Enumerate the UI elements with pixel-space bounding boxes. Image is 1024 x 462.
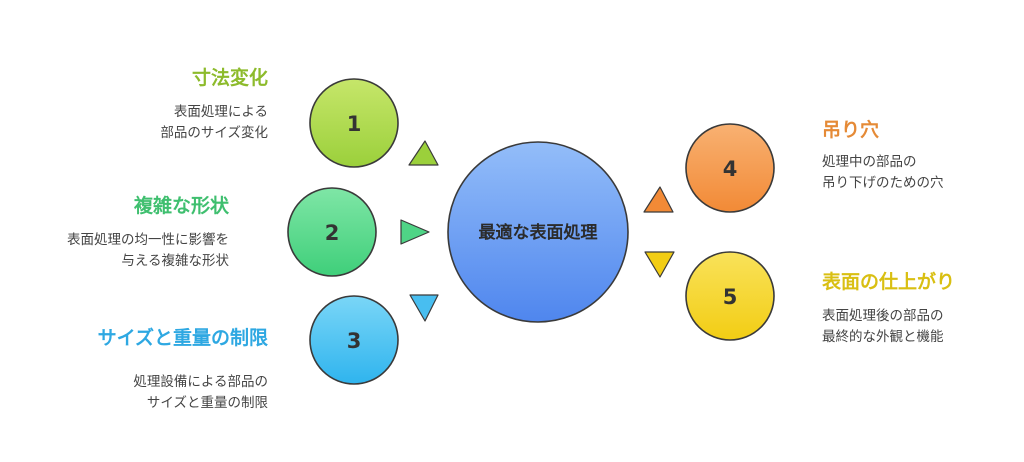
factor-title-4: 吊り穴 — [822, 119, 880, 141]
factor-node-5: 5 — [685, 251, 775, 341]
factor-desc-3-line-2: サイズと重量の制限 — [146, 395, 268, 411]
factor-title-1: 寸法変化 — [191, 67, 268, 89]
factor-desc-2: 表面処理の均一性に影響を 与える複雑な形状 — [67, 230, 229, 272]
factor-desc-1-line-2: 部品のサイズ変化 — [160, 125, 268, 141]
factor-desc-2-line-1: 表面処理の均一性に影響を — [67, 232, 229, 248]
factor-desc-2-line-2: 与える複雑な形状 — [121, 253, 229, 269]
factor-number-2: 2 — [325, 221, 340, 245]
factor-number-4: 4 — [723, 157, 738, 181]
factor-desc-3: 処理設備による部品の サイズと重量の制限 — [133, 372, 268, 414]
center-circle — [447, 141, 629, 323]
factor-desc-4: 処理中の部品の 吊り下げのための穴 — [822, 152, 944, 194]
factor-node-1: 1 — [309, 78, 399, 168]
factor-desc-5: 表面処理後の部品の 最終的な外観と機能 — [822, 306, 944, 348]
factor-number-3: 3 — [347, 329, 362, 353]
factor-desc-5-line-2: 最終的な外観と機能 — [822, 329, 944, 345]
arrow-1 — [408, 140, 439, 166]
factor-title-2: 複雑な形状 — [133, 195, 229, 217]
arrow-2 — [400, 219, 430, 245]
factor-desc-1: 表面処理による 部品のサイズ変化 — [160, 102, 268, 144]
center-label: 最適な表面処理 — [479, 222, 598, 243]
factor-node-4: 4 — [685, 123, 775, 213]
factor-desc-4-line-2: 吊り下げのための穴 — [822, 175, 944, 191]
arrow-5 — [644, 251, 675, 278]
arrow-4 — [643, 186, 674, 213]
factor-desc-5-line-1: 表面処理後の部品の — [822, 308, 944, 324]
factor-desc-1-line-1: 表面処理による — [173, 104, 268, 120]
factor-desc-3-line-1: 処理設備による部品の — [133, 374, 268, 390]
factor-node-3: 3 — [309, 295, 399, 385]
factor-number-5: 5 — [723, 285, 738, 309]
factor-desc-4-line-1: 処理中の部品の — [822, 154, 917, 170]
factor-title-5: 表面の仕上がり — [822, 271, 956, 293]
factor-number-1: 1 — [347, 112, 362, 136]
arrow-3 — [409, 294, 439, 322]
factor-title-3: サイズと重量の制限 — [97, 327, 268, 349]
factor-node-2: 2 — [287, 187, 377, 277]
